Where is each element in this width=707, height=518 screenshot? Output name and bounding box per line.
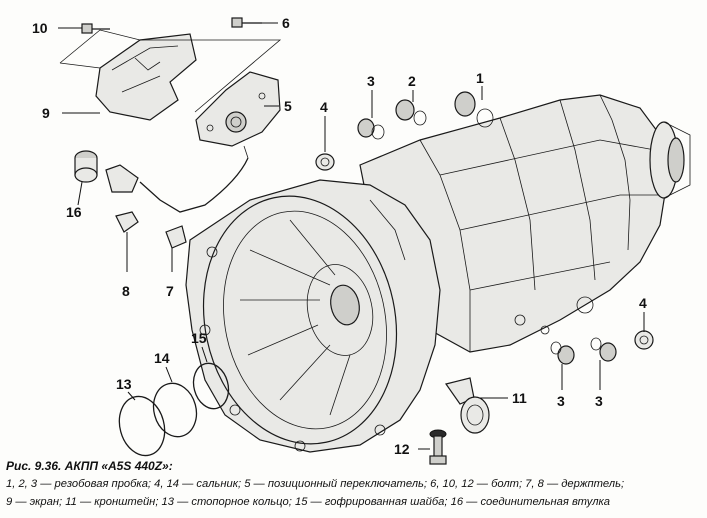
holder-7 (165, 225, 187, 249)
callout-5: 5 (284, 98, 292, 114)
caption-legend-line-2: 9 — экран; 11 — кронштейн; 13 — стопорно… (6, 496, 611, 508)
callout-16: 16 (66, 204, 82, 220)
position-switch (139, 71, 281, 213)
connector-sleeve (74, 150, 139, 193)
output-shaft (649, 121, 691, 199)
callout-4-right: 4 (639, 295, 647, 311)
bell-housing (185, 179, 441, 453)
plug-2 (395, 99, 427, 126)
callout-8: 8 (122, 283, 130, 299)
callout-3-top: 3 (367, 73, 375, 89)
callout-4-top: 4 (320, 99, 328, 115)
callout-9: 9 (42, 105, 50, 121)
seal-14 (152, 382, 198, 438)
caption-title: Рис. 9.36. АКПП «A5S 440Z»: (6, 459, 173, 473)
seal-4-right (634, 330, 654, 350)
plug-3-bottom-left (550, 341, 575, 365)
retaining-ring-13 (118, 395, 166, 457)
heat-shield-screen (59, 29, 282, 121)
callout-12: 12 (394, 441, 410, 457)
callout-10: 10 (32, 20, 48, 36)
callout-15: 15 (191, 330, 207, 346)
plug-3-top (357, 118, 385, 140)
callout-2: 2 (408, 73, 416, 89)
seal-4-top (315, 153, 335, 171)
leader-lines (58, 22, 645, 450)
callout-3-bottom-right: 3 (595, 393, 603, 409)
bolt-12 (429, 429, 447, 465)
callout-7: 7 (166, 283, 174, 299)
callout-1: 1 (476, 70, 484, 86)
callout-13: 13 (116, 376, 132, 392)
figure-caption: Рис. 9.36. АКПП «A5S 440Z»: 1, 2, 3 — ре… (6, 459, 701, 510)
caption-legend-line-1: 1, 2, 3 — резобовая пробка; 4, 14 — саль… (6, 478, 625, 490)
plug-3-bottom-right (590, 337, 617, 362)
holder-8 (115, 211, 139, 233)
callout-11: 11 (512, 390, 527, 406)
corrugated-washer-15 (192, 362, 230, 410)
callout-6: 6 (282, 15, 290, 31)
callout-labels: 1 2 3 4 5 6 7 8 9 10 11 12 13 14 15 16 4… (32, 15, 647, 457)
bracket-11 (445, 377, 490, 434)
callout-3-bottom-left: 3 (557, 393, 565, 409)
callout-14: 14 (154, 350, 170, 366)
plug-1 (454, 91, 494, 128)
